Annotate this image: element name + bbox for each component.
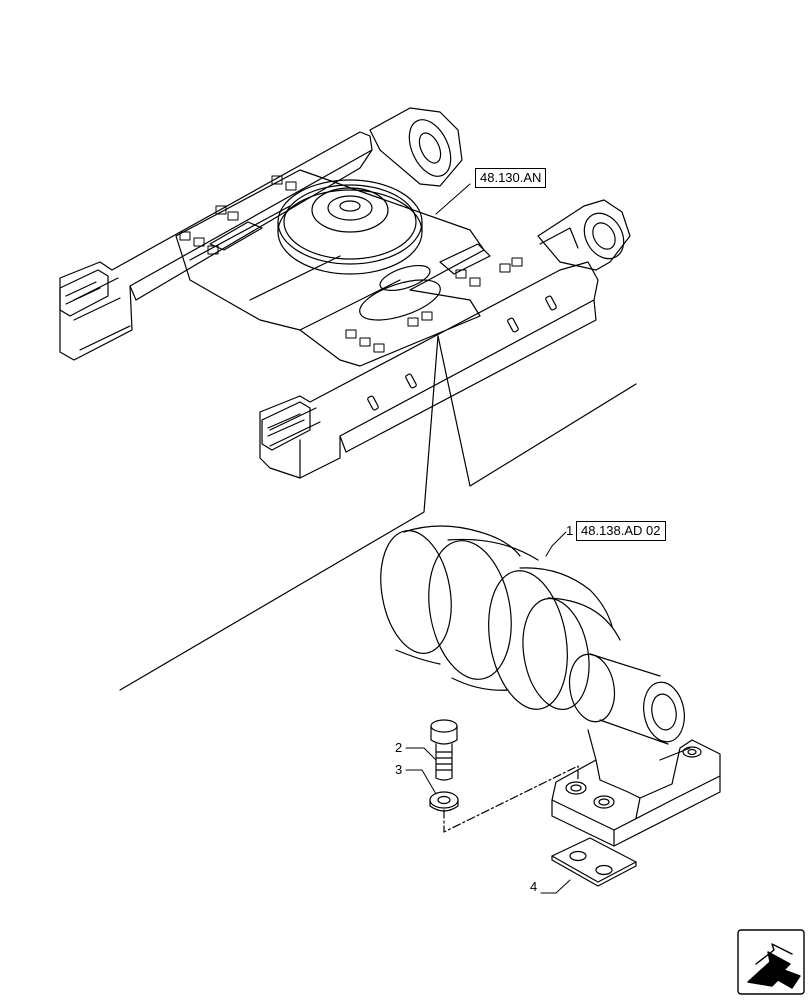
callout-item-2: 2 bbox=[395, 740, 403, 755]
leader-lines bbox=[405, 183, 571, 894]
carrier-roller bbox=[380, 525, 721, 847]
callout-item-1: 1 bbox=[566, 523, 574, 538]
bolt bbox=[430, 719, 458, 781]
reference-box-undercarriage[interactable]: 48.130.AN bbox=[475, 168, 547, 188]
callout-item-3: 3 bbox=[395, 762, 403, 777]
install-path-line bbox=[443, 765, 579, 833]
shim-plate bbox=[551, 837, 637, 887]
reference-box-carrier-roller[interactable]: 48.138.AD 02 bbox=[576, 521, 666, 541]
undercarriage-frame bbox=[59, 107, 631, 479]
next-page-arrow-icon[interactable] bbox=[737, 929, 805, 995]
washer bbox=[429, 791, 459, 812]
detail-zoom-lines bbox=[119, 335, 637, 691]
callout-item-4: 4 bbox=[530, 879, 538, 894]
